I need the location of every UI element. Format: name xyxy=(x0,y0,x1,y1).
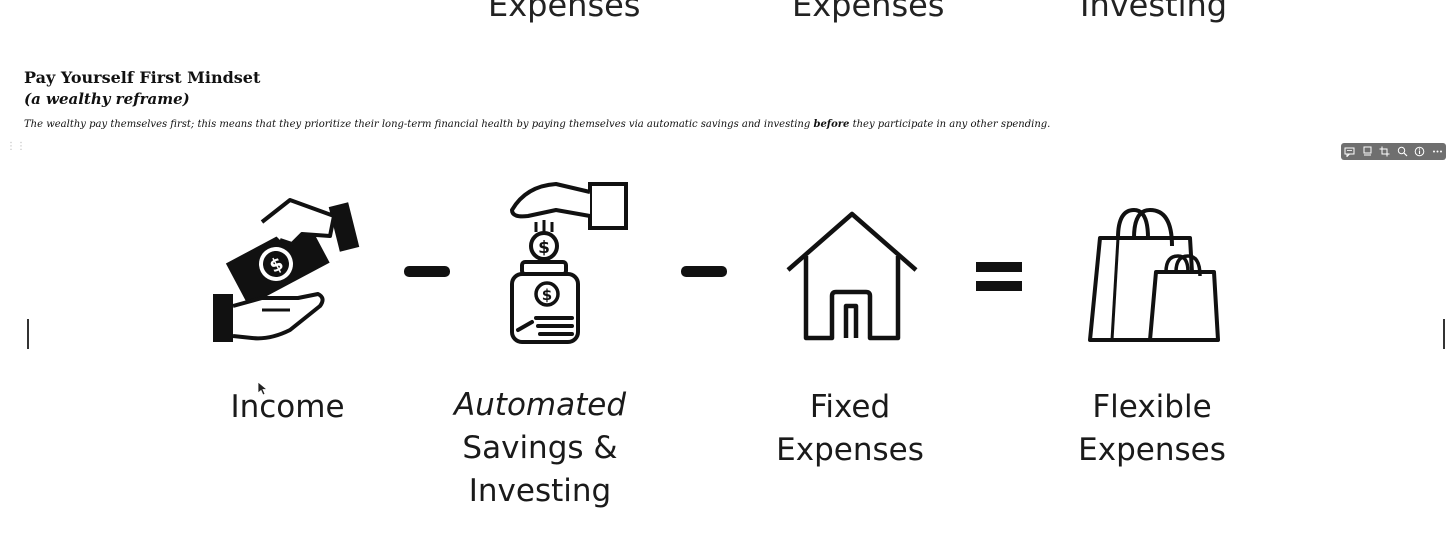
savings-label-line-1: Automated xyxy=(453,387,627,423)
flexible-expenses-label: Flexible Expenses xyxy=(1052,386,1252,472)
equals-operator xyxy=(976,262,1022,291)
income-label-line-1: Income xyxy=(230,389,345,425)
description-text-end: they participate in any other spending. xyxy=(849,119,1051,130)
section-subtitle: (a wealthy reframe) xyxy=(24,90,190,108)
house-icon xyxy=(786,211,918,341)
income-label: Income xyxy=(200,386,375,429)
top-partial-label-2: Expenses xyxy=(792,0,945,24)
more-icon[interactable] xyxy=(1430,145,1444,158)
svg-text:$: $ xyxy=(542,286,552,304)
description-bold-word: before xyxy=(813,119,850,130)
equation-graphic: $ $ $ xyxy=(213,182,1220,344)
money-hands-icon: $ xyxy=(213,198,360,342)
flexible-expenses-label-line-2: Expenses xyxy=(1078,432,1226,468)
shopping-bags-icon xyxy=(1088,207,1220,342)
section-title: Pay Yourself First Mindset xyxy=(24,68,261,87)
mouse-pointer-icon xyxy=(257,381,269,396)
description-paragraph: The wealthy pay themselves first; this m… xyxy=(24,119,1050,130)
savings-jar-icon: $ $ xyxy=(510,182,628,344)
crop-icon[interactable] xyxy=(1378,145,1392,158)
flexible-expenses-label-line-1: Flexible xyxy=(1092,389,1212,425)
savings-label-line-3: Investing xyxy=(468,473,612,509)
savings-label: Automated Savings & Investing xyxy=(440,384,640,513)
image-toolbar xyxy=(1341,143,1446,160)
left-resize-handle[interactable] xyxy=(27,319,29,349)
zoom-icon[interactable] xyxy=(1395,145,1409,158)
minus-operator-1 xyxy=(404,266,450,277)
fixed-expenses-label: Fixed Expenses xyxy=(752,386,948,472)
description-text-start: The wealthy pay themselves first; this m… xyxy=(24,119,814,130)
top-partial-label-3: Investing xyxy=(1080,0,1228,24)
info-icon[interactable] xyxy=(1413,145,1427,158)
fixed-expenses-label-line-1: Fixed xyxy=(809,389,891,425)
savings-label-line-2: Savings & xyxy=(462,430,618,466)
comment-icon[interactable] xyxy=(1343,145,1357,158)
right-resize-handle[interactable] xyxy=(1443,319,1445,349)
top-partial-label-1: Expenses xyxy=(488,0,641,24)
fixed-expenses-label-line-2: Expenses xyxy=(776,432,924,468)
drag-handle-icon[interactable]: ⋮⋮ xyxy=(6,141,26,152)
minus-operator-2 xyxy=(681,266,727,277)
caption-icon[interactable] xyxy=(1360,145,1374,158)
svg-text:$: $ xyxy=(538,238,550,258)
